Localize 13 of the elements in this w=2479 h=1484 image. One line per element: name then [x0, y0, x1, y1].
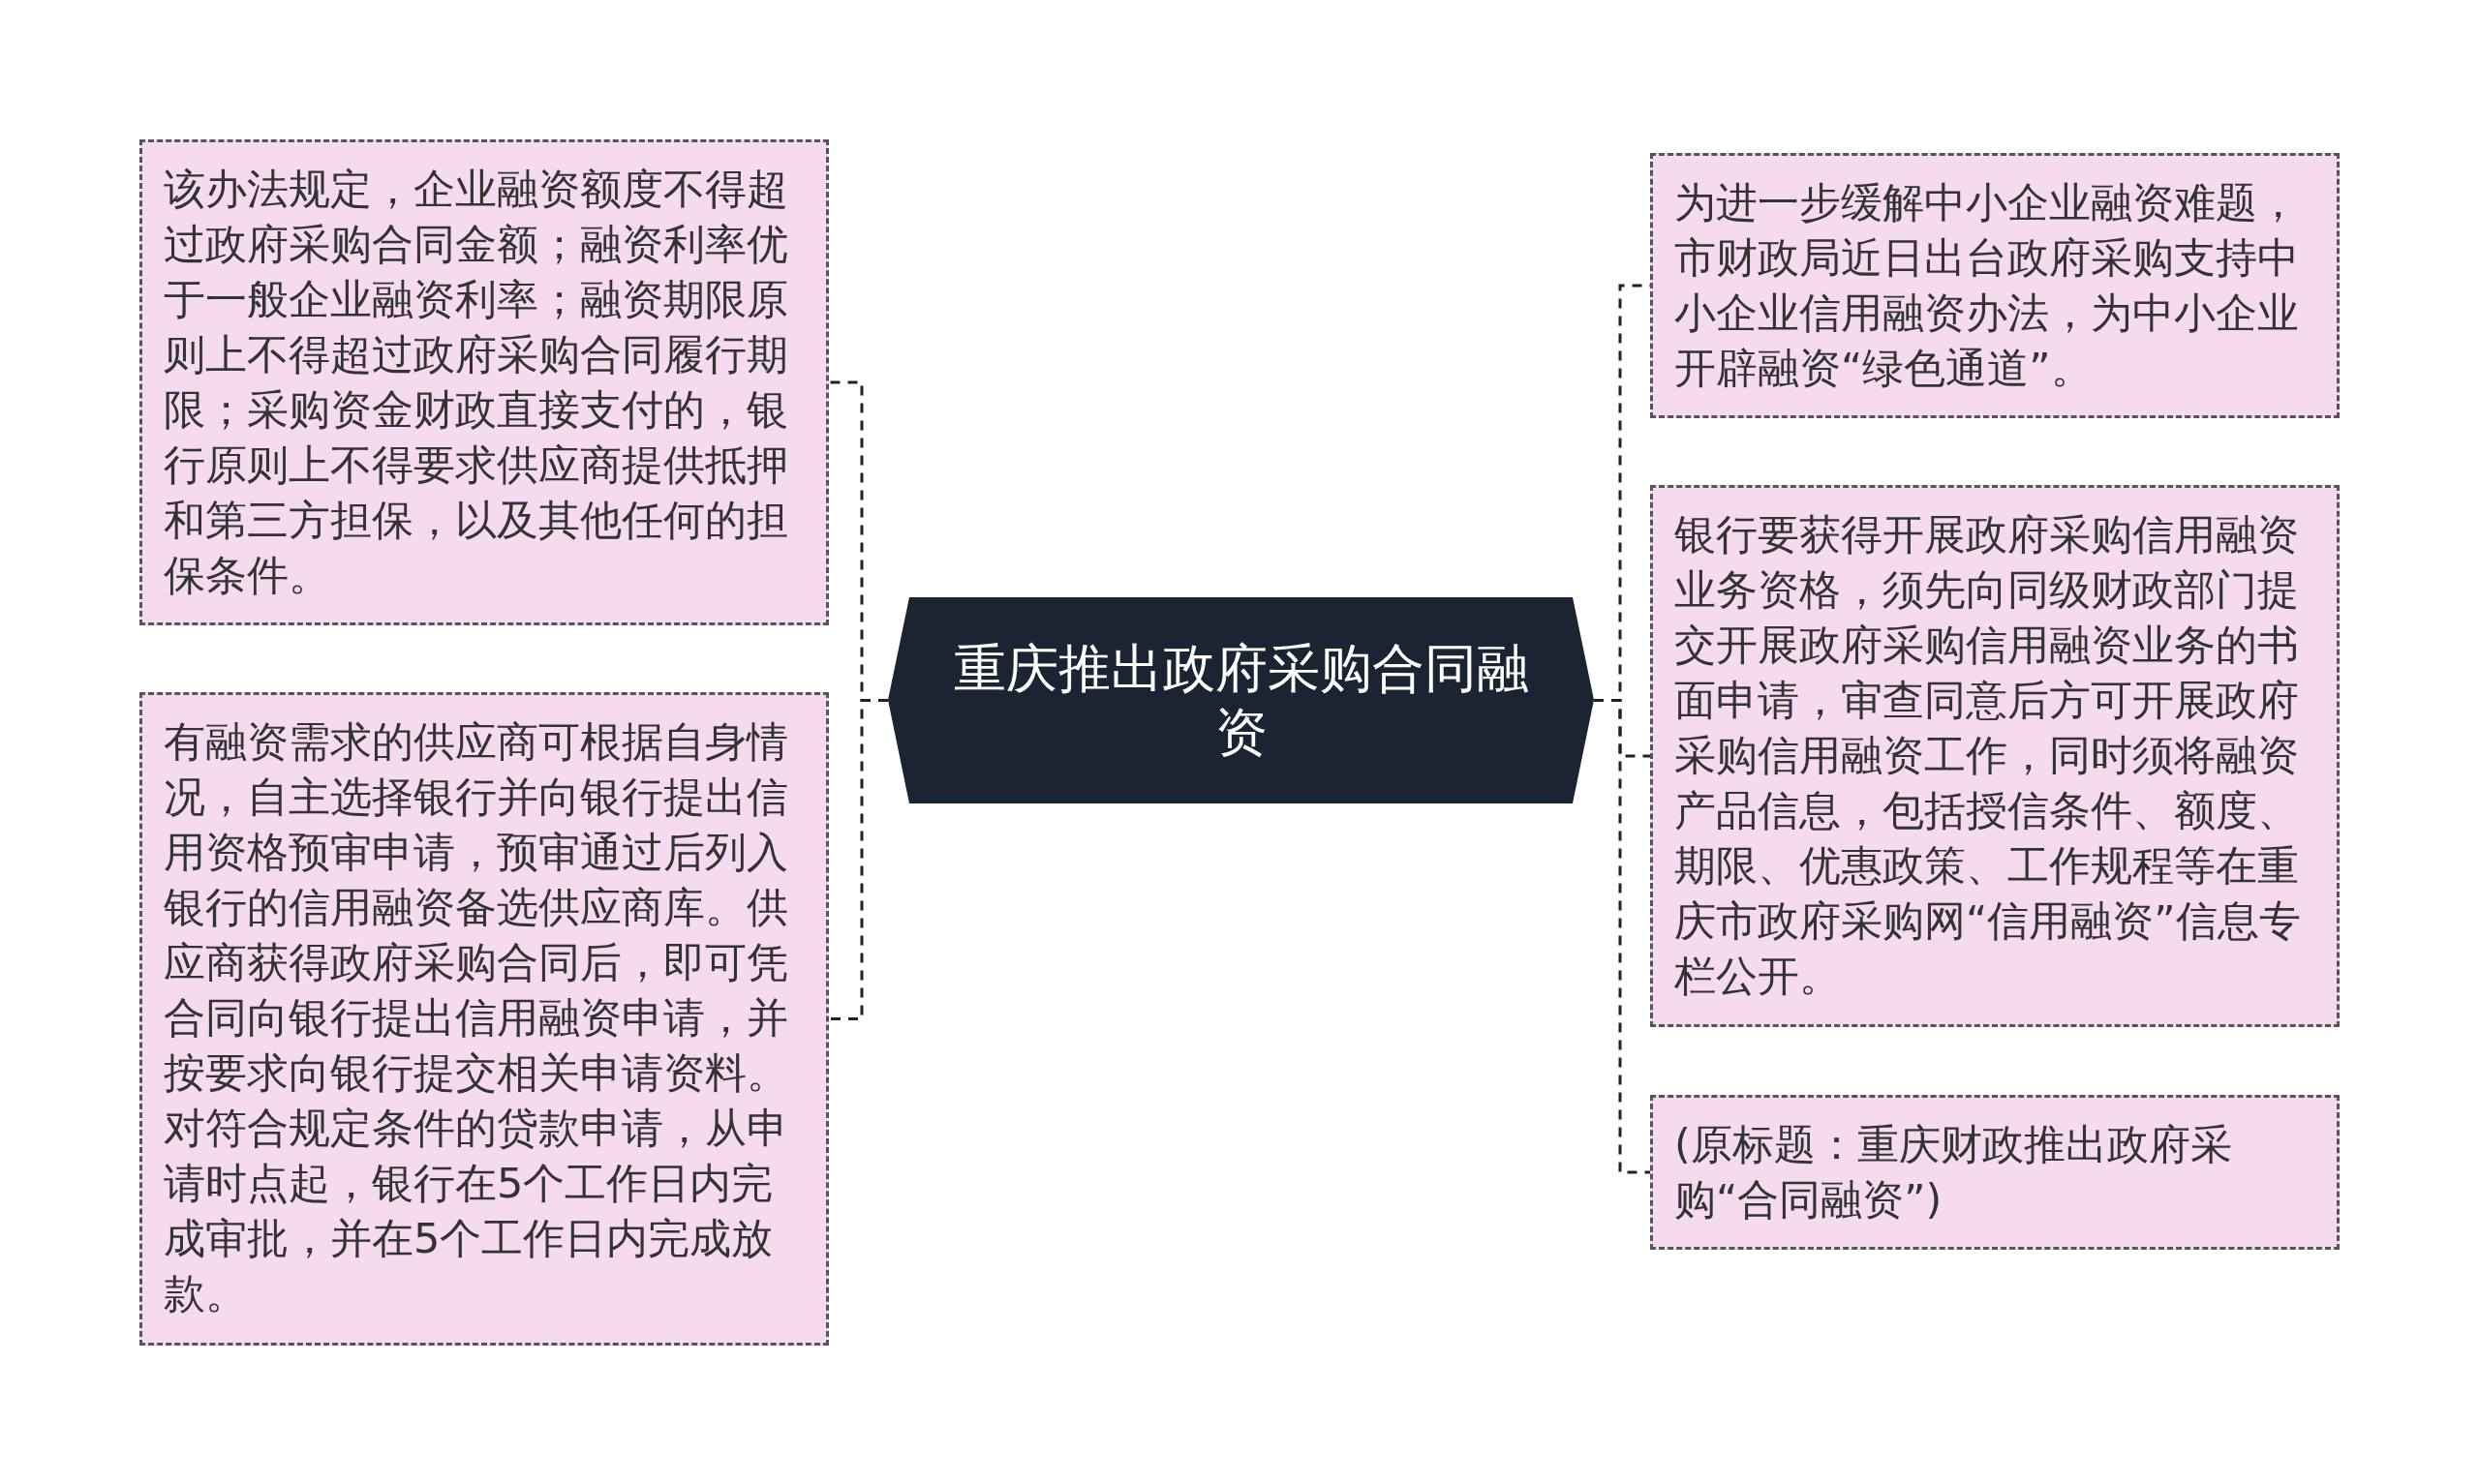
topic-title: 重庆推出政府采购合同融资 [952, 636, 1530, 765]
topic-hexagon [888, 597, 1594, 803]
note-text: 银行要获得开展政府采购信用融资业务资格，须先向同级财政部门提交开展政府采购信用融资业务的书面申请，审查同意后方可开展政府采购信用融资工作，同时须将融资产品信息，包括授信条件、额度、期限、优惠政策、工作规程等在重庆市政府采购网“信用融资”信息专栏公开。 [1674, 510, 2301, 1000]
note-card [139, 692, 829, 1346]
note-card [1650, 1095, 2340, 1250]
note-text: 为进一步缓解中小企业融资难题，市财政局近日出台政府采购支持中小企业信用融资办法，为中小企业开辟融资“绿色通道”。 [1674, 178, 2299, 392]
note-card [139, 139, 829, 625]
note-text: (原标题：重庆财政推出政府采购“合同融资”) [1674, 1120, 2232, 1224]
note-text: 有融资需求的供应商可根据自身情况，自主选择银行并向银行提出信用资格预审申请，预审通过后列入银行的信用融资备选供应商库。供应商获得政府采购合同后，即可凭合同向银行提出信用融资申请，并按要求向银行提交相关申请资料。对符合规定条件的贷款申请，从申请时点起，银行在5个工作日内完成审批，并在5个工作日内完成放款。 [164, 717, 788, 1317]
note-card [1650, 485, 2340, 1027]
connector-line [829, 699, 888, 1020]
note-text: 该办法规定，企业融资额度不得超过政府采购合同金额；融资利率优于一般企业融资利率；融资期限原则上不得超过政府采购合同履行期限；采购资金财政直接支付的，银行原则上不得要求供应商提供抵押和第三方担保，以及其他任何的担保条件。 [164, 165, 788, 599]
note-card [1650, 153, 2340, 418]
